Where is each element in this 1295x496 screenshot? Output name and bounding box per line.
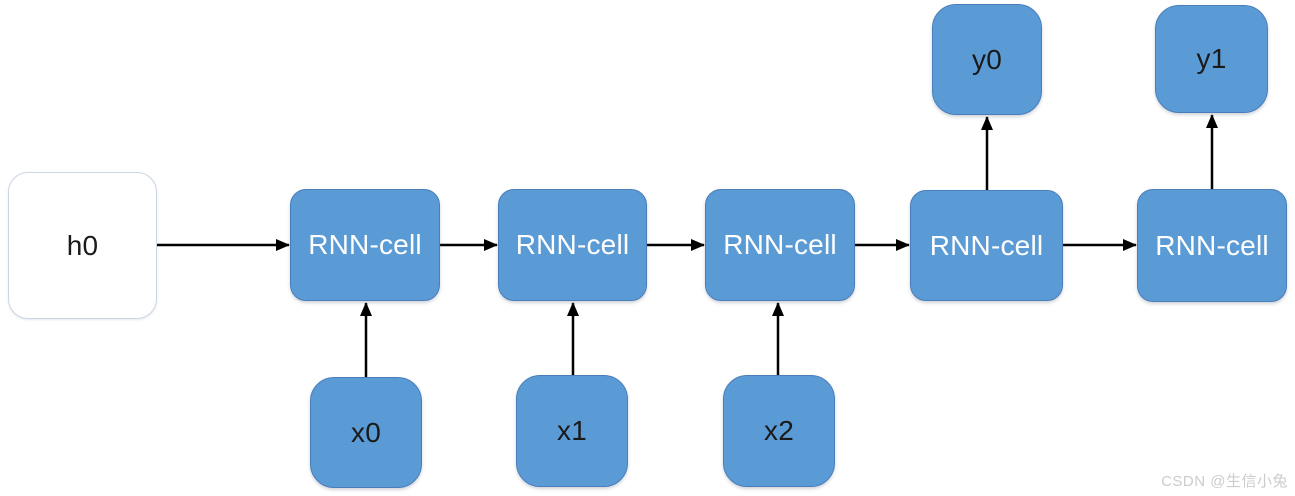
- node-rnn-cell-2: RNN-cell: [498, 189, 647, 301]
- node-rnn-cell-1: RNN-cell: [290, 189, 440, 301]
- node-x2: x2: [723, 375, 835, 487]
- node-rnn-cell-2-label: RNN-cell: [515, 229, 630, 260]
- node-x0: x0: [310, 377, 422, 488]
- node-y1-label: y1: [1196, 43, 1227, 74]
- node-y0: y0: [932, 4, 1042, 115]
- node-rnn-cell-5: RNN-cell: [1137, 189, 1287, 302]
- node-rnn-cell-1-label: RNN-cell: [308, 229, 422, 260]
- watermark: CSDN @生信小兔: [1161, 473, 1288, 490]
- node-y0-label: y0: [972, 43, 1002, 75]
- node-rnn-cell-4: RNN-cell: [910, 190, 1063, 301]
- node-rnn-cell-3: RNN-cell: [705, 189, 855, 301]
- node-y1: y1: [1155, 5, 1268, 113]
- node-x0-label: x0: [351, 416, 381, 448]
- node-x1-label: x1: [557, 415, 587, 446]
- node-rnn-cell-3-label: RNN-cell: [723, 229, 837, 260]
- node-x1: x1: [516, 375, 628, 487]
- node-rnn-cell-4-label: RNN-cell: [929, 229, 1044, 261]
- node-rnn-cell-5-label: RNN-cell: [1155, 229, 1269, 261]
- node-h0: h0: [8, 172, 157, 319]
- node-h0-label: h0: [66, 229, 99, 261]
- node-x2-label: x2: [764, 415, 794, 446]
